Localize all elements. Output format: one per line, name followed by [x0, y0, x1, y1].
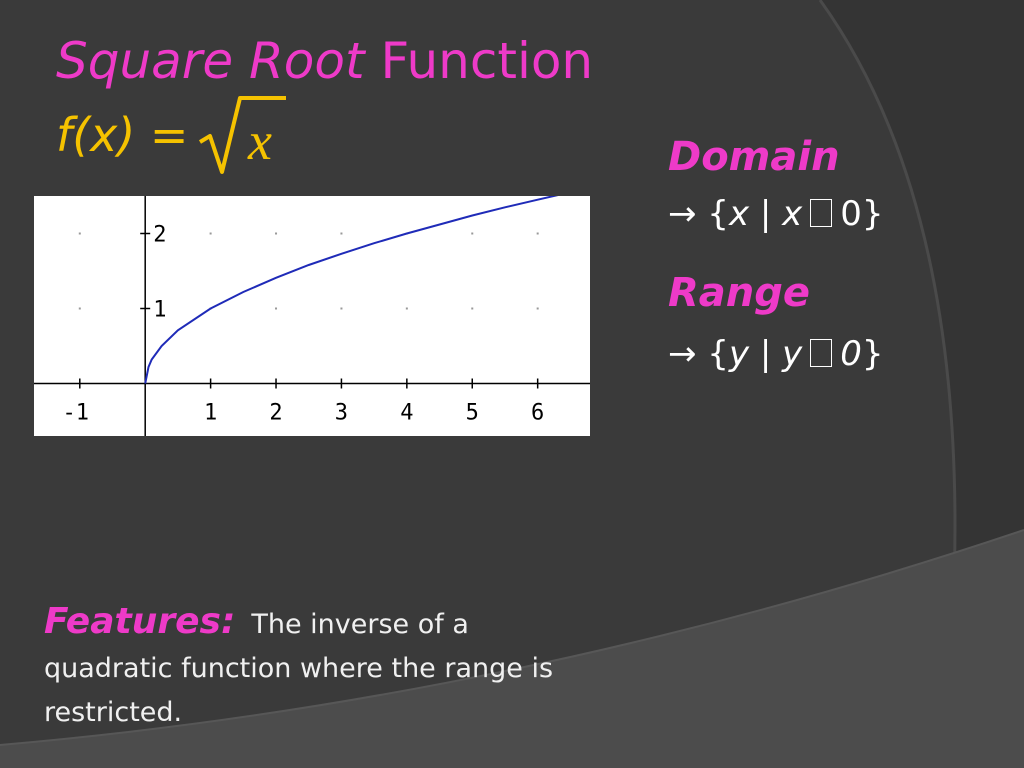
missing-glyph-icon: [810, 339, 833, 367]
grid-dot: [340, 232, 343, 235]
range-var: y: [728, 334, 750, 374]
x-tick-label: 3: [335, 401, 348, 426]
radicand-variable: x: [248, 111, 272, 171]
grid-dot: [209, 232, 212, 235]
range-brace-close: }: [861, 334, 884, 374]
grid-dot: [78, 232, 81, 235]
domain-brace-close: }: [861, 194, 884, 234]
x-tick-label: 6: [531, 401, 544, 426]
y-tick-label: 1: [153, 298, 166, 323]
y-tick-label: 2: [153, 223, 166, 248]
square-root-graph: -1 1 2 3 4 5 6 1 2: [34, 196, 590, 436]
sqrt-curve: [144, 196, 559, 384]
domain-var-condition: x: [782, 194, 803, 234]
domain-label: Domain: [668, 134, 840, 180]
grid-dot: [78, 307, 81, 310]
range-brace-open: {: [696, 334, 729, 374]
title-rest-part: Function: [364, 32, 594, 90]
missing-glyph-icon: [810, 199, 833, 227]
x-tick-label: 4: [400, 401, 413, 426]
domain-arrow: →: [668, 194, 697, 234]
features-label: Features:: [44, 601, 236, 642]
formula-function-name: f(x): [56, 108, 136, 162]
radical-sign-icon: [198, 96, 286, 174]
x-tick-label: 5: [466, 401, 479, 426]
range-bound: 0: [840, 334, 862, 374]
slide-title: Square Root Function: [56, 32, 593, 90]
domain-var: x: [728, 194, 750, 234]
x-tick-label: 1: [204, 401, 217, 426]
grid-dot: [405, 307, 408, 310]
formula-equals: =: [135, 108, 189, 162]
features-text: The inverse of a quadratic function wher…: [44, 609, 554, 728]
domain-brace-open: {: [696, 194, 729, 234]
grid-dot: [536, 307, 539, 310]
grid-dot: [471, 307, 474, 310]
x-tick-label: -1: [63, 401, 90, 426]
range-label: Range: [668, 270, 811, 316]
chart-canvas: -1 1 2 3 4 5 6 1 2: [34, 196, 590, 436]
x-tick-label: 2: [269, 401, 282, 426]
domain-bar: |: [749, 194, 783, 234]
range-bar: |: [749, 334, 783, 374]
grid-dot: [275, 232, 278, 235]
features-note: Features:The inverse of a quadratic func…: [44, 600, 584, 735]
function-formula: f(x) =: [56, 108, 188, 162]
title-italic-part: Square Root: [56, 32, 365, 90]
grid-dot: [471, 232, 474, 235]
grid-dot: [536, 232, 539, 235]
domain-bound: 0: [840, 194, 862, 234]
grid-dot: [340, 307, 343, 310]
range-arrow: →: [668, 334, 697, 374]
grid-dot: [275, 307, 278, 310]
range-var-condition: y: [782, 334, 803, 374]
